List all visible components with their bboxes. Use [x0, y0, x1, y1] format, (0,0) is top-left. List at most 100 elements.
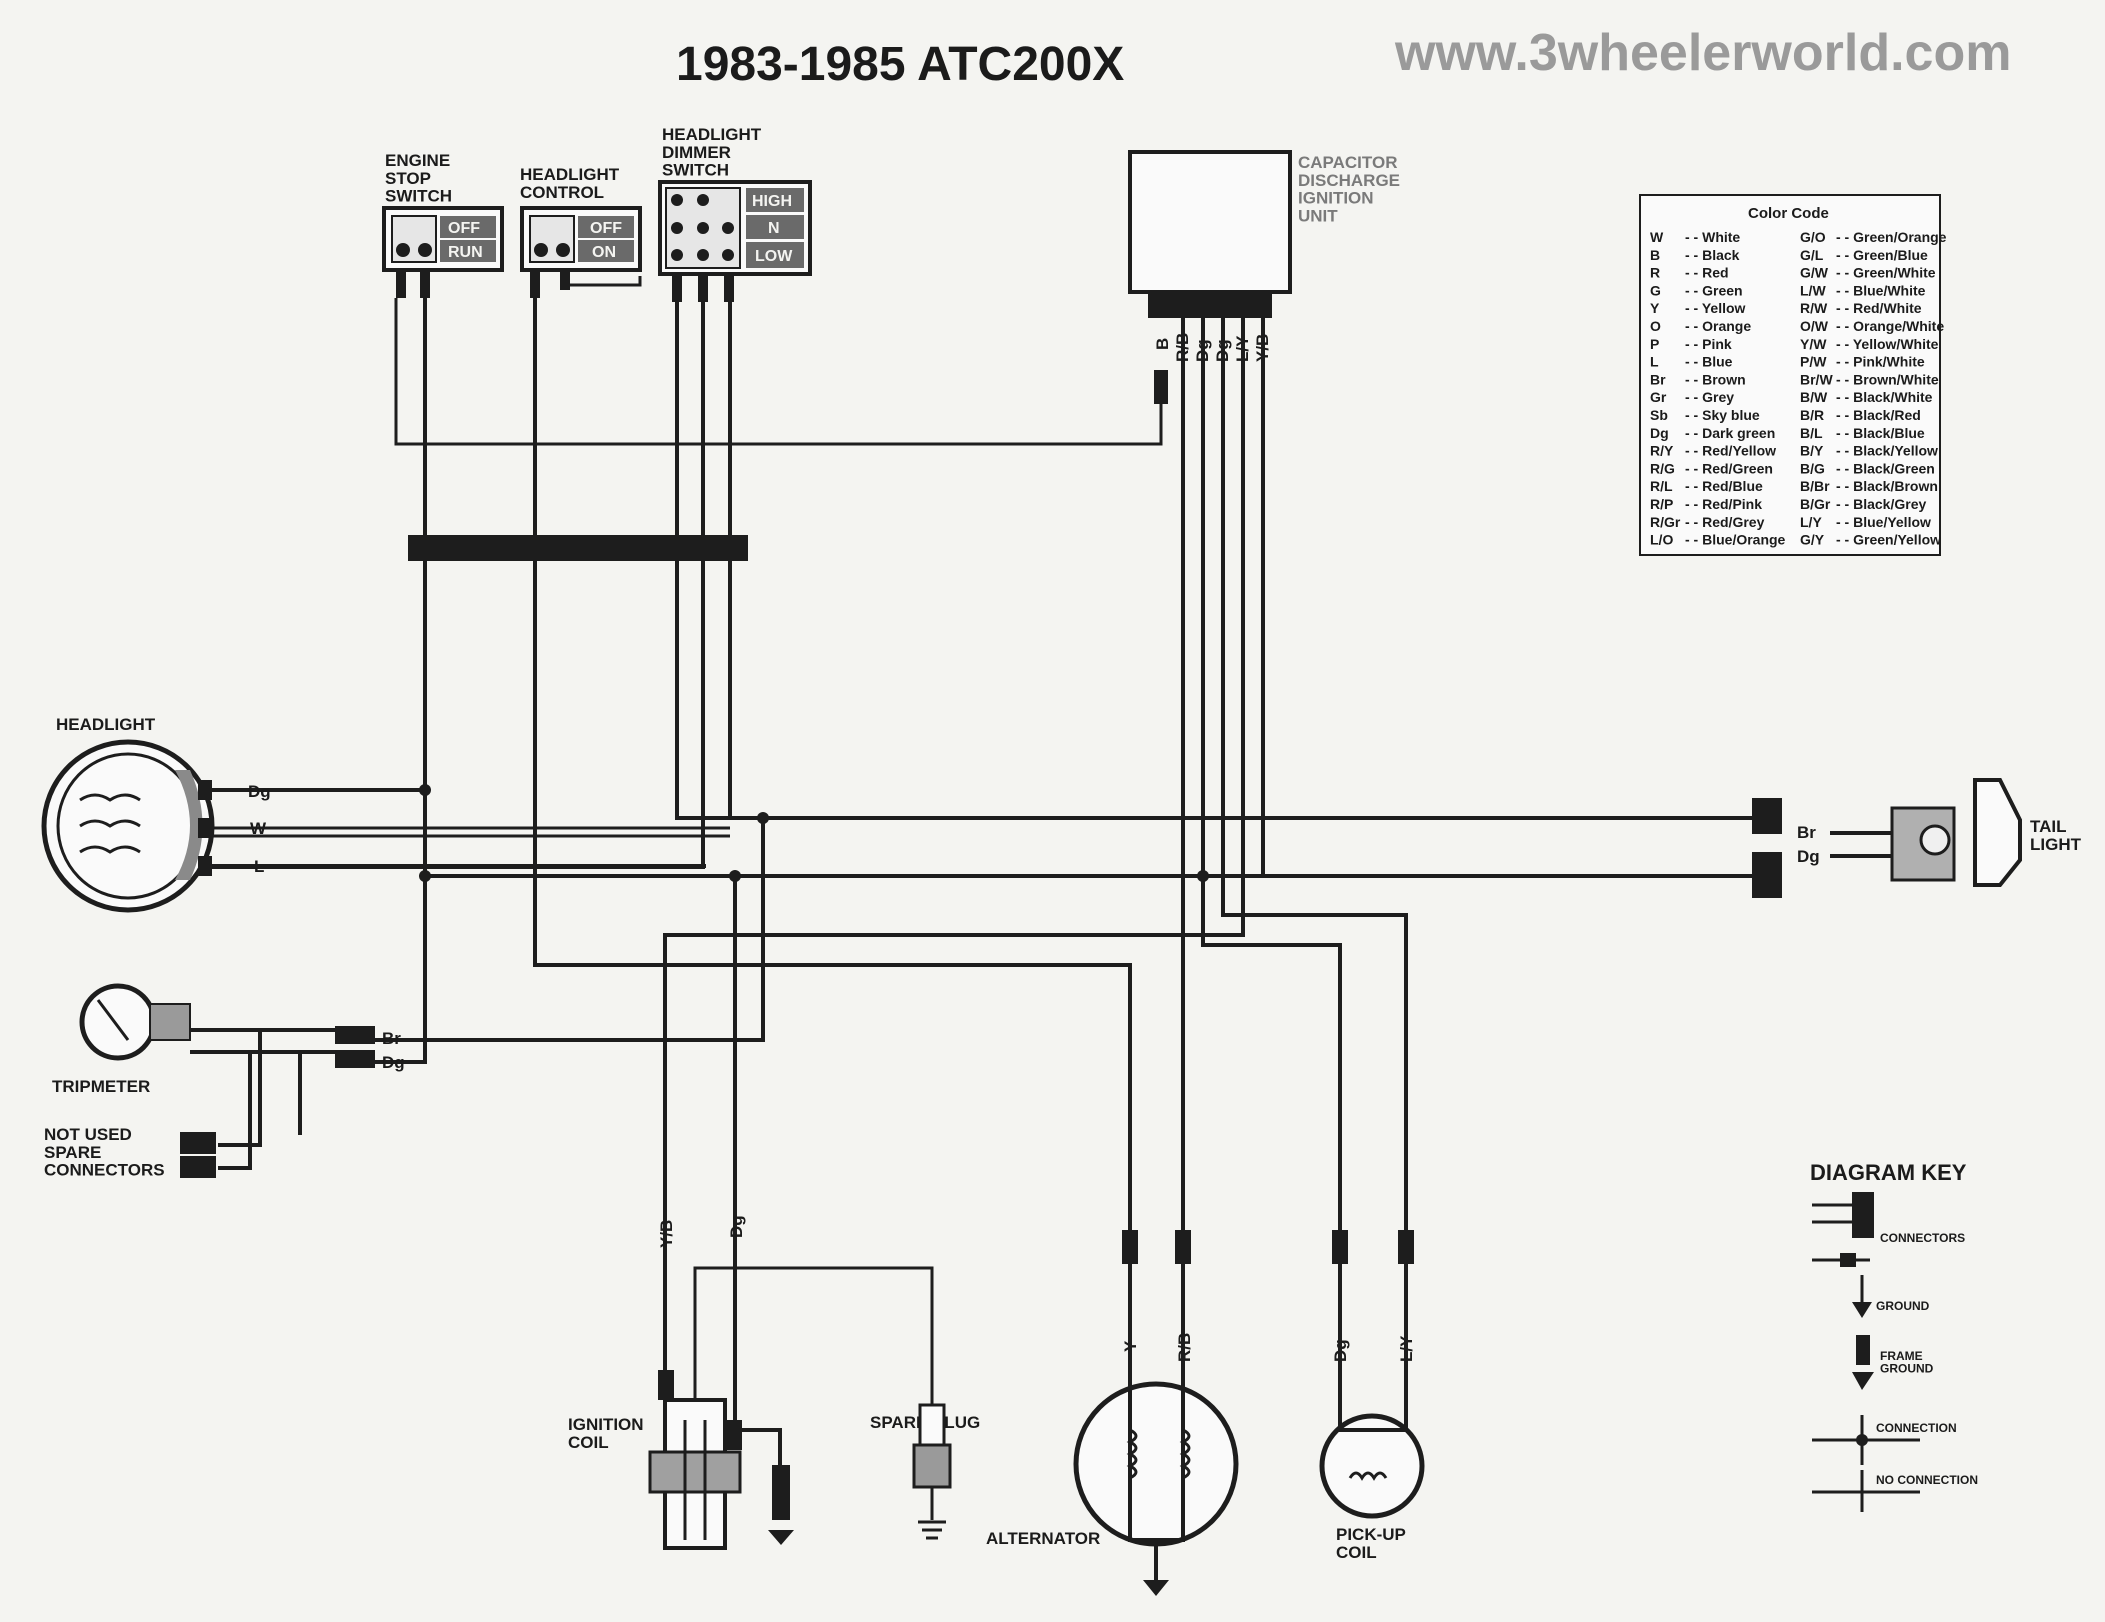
legend-code: R/Gr: [1650, 514, 1681, 530]
lead-connector: [396, 270, 406, 298]
legend-color-name: - - Green/Blue: [1836, 247, 1928, 263]
tail-wire-dg: Dg: [1797, 847, 1820, 866]
legend-code: G/Y: [1800, 532, 1825, 548]
legend-code: B/R: [1800, 407, 1824, 423]
switch-pos-low-label: LOW: [755, 248, 793, 265]
wire-headlight-control: [533, 298, 1132, 1230]
legend-color-name: - - Green/Orange: [1836, 229, 1947, 245]
headlight-label: HEADLIGHT: [56, 715, 156, 734]
legend-color-name: - - Red/Pink: [1685, 496, 1762, 512]
legend-code: L: [1650, 354, 1659, 370]
legend-color-name: - - Red: [1685, 265, 1729, 281]
legend-color-name: - - Grey: [1685, 389, 1734, 405]
wire-trip: [190, 1028, 335, 1147]
ign-coil-windings: [683, 1420, 707, 1540]
pickup-coil-winding: [1348, 1471, 1388, 1481]
switch-pos-on-label: ON: [592, 244, 616, 261]
legend-color-name: - - Red/White: [1836, 300, 1922, 316]
legend-color-name: - - Black/Grey: [1836, 496, 1926, 512]
switch-leads: [396, 270, 734, 302]
legend-code: P/W: [1800, 354, 1827, 370]
switch-pos-run-label: RUN: [448, 244, 483, 261]
legend-color-name: - - Yellow: [1685, 300, 1746, 316]
legend-code: B/G: [1800, 460, 1825, 476]
lead-connector: [698, 274, 708, 302]
ground-icon: [768, 1530, 794, 1545]
legend-color-name: - - Pink/White: [1836, 354, 1925, 370]
key-small-connector-icon: [1840, 1253, 1856, 1267]
legend-code: G/L: [1800, 247, 1824, 263]
key-frame-ground-connector: [1856, 1335, 1870, 1365]
wiring: [210, 298, 1760, 1440]
legend-color-name: - - Black: [1685, 247, 1740, 263]
alternator: Y R/B ALTERNATOR: [986, 1230, 1239, 1596]
switch-pos-off: [440, 216, 496, 238]
legend-code: R/W: [1800, 300, 1828, 316]
wire-trip-2: [190, 1050, 335, 1170]
legend-color-name: - - Brown/White: [1836, 371, 1939, 387]
tail-connector-dg: [1752, 852, 1782, 898]
switch-pos-off-label: OFF: [448, 220, 480, 237]
alternator-label: ALTERNATOR: [986, 1529, 1100, 1548]
diagram-key-title: DIAGRAM KEY: [1810, 1160, 1967, 1185]
harness-clamp: [408, 535, 748, 561]
legend-code: B: [1650, 247, 1660, 263]
lead-connector: [560, 270, 570, 290]
alt-coils: [1126, 1428, 1191, 1480]
wire-trip-dg: [375, 1033, 427, 1064]
legend-color-name: - - White: [1685, 229, 1740, 245]
legend-color-name: - - Black/Red: [1836, 407, 1921, 423]
lead-connector: [672, 274, 682, 302]
hl-terminal: [198, 856, 212, 876]
junction-dot: [419, 784, 431, 796]
spark-plug-body: [912, 1443, 952, 1489]
wire-ly: [1221, 318, 1408, 1230]
legend-code: L/W: [1800, 282, 1826, 298]
alternator-body: [1073, 1381, 1239, 1547]
trip-wire-br: Br: [382, 1029, 401, 1048]
wire: [563, 276, 642, 290]
legend-code: Br: [1650, 371, 1666, 387]
website-watermark: www.3wheelerworld.com: [1394, 24, 2011, 82]
key-connector-icon: [1852, 1192, 1874, 1238]
junction-dot: [419, 870, 431, 882]
legend-code: R/Y: [1650, 443, 1674, 459]
hl-wire-dg: Dg: [248, 782, 271, 801]
wire-spark: [693, 1266, 934, 1440]
contact-dot: [697, 222, 709, 234]
legend-code: O/W: [1800, 318, 1829, 334]
legend-color-name: - - Black/Green: [1836, 460, 1935, 476]
wire-trip-br: [375, 818, 765, 1042]
alt-connector-y: [1122, 1230, 1138, 1264]
legend-code: Sb: [1650, 407, 1668, 423]
legend-code: B/Y: [1800, 443, 1824, 459]
contact-dot: [697, 194, 709, 206]
legend-code: L/O: [1650, 532, 1673, 548]
tripmeter-bulb: [149, 1003, 191, 1041]
legend-code: R/P: [1650, 496, 1673, 512]
wire-tail: [1830, 831, 1895, 858]
spare-connector: [180, 1156, 216, 1178]
frame-ground-icon: [1852, 1372, 1874, 1390]
hl-terminal: [198, 818, 212, 838]
ground-icon: [1143, 1580, 1169, 1596]
pickup-connector-dg: [1332, 1230, 1348, 1264]
wire-dg: [1201, 318, 1342, 1230]
switch-pos-off: [578, 216, 634, 238]
contact-dot: [671, 194, 683, 206]
legend-color-name: - - Green: [1685, 282, 1743, 298]
switch-pos-n: [746, 215, 804, 239]
trip-wire-dg: Dg: [382, 1053, 405, 1072]
legend-color-name: - - Blue/Yellow: [1836, 514, 1931, 530]
ign-wire-dg: Dg: [727, 1215, 746, 1238]
